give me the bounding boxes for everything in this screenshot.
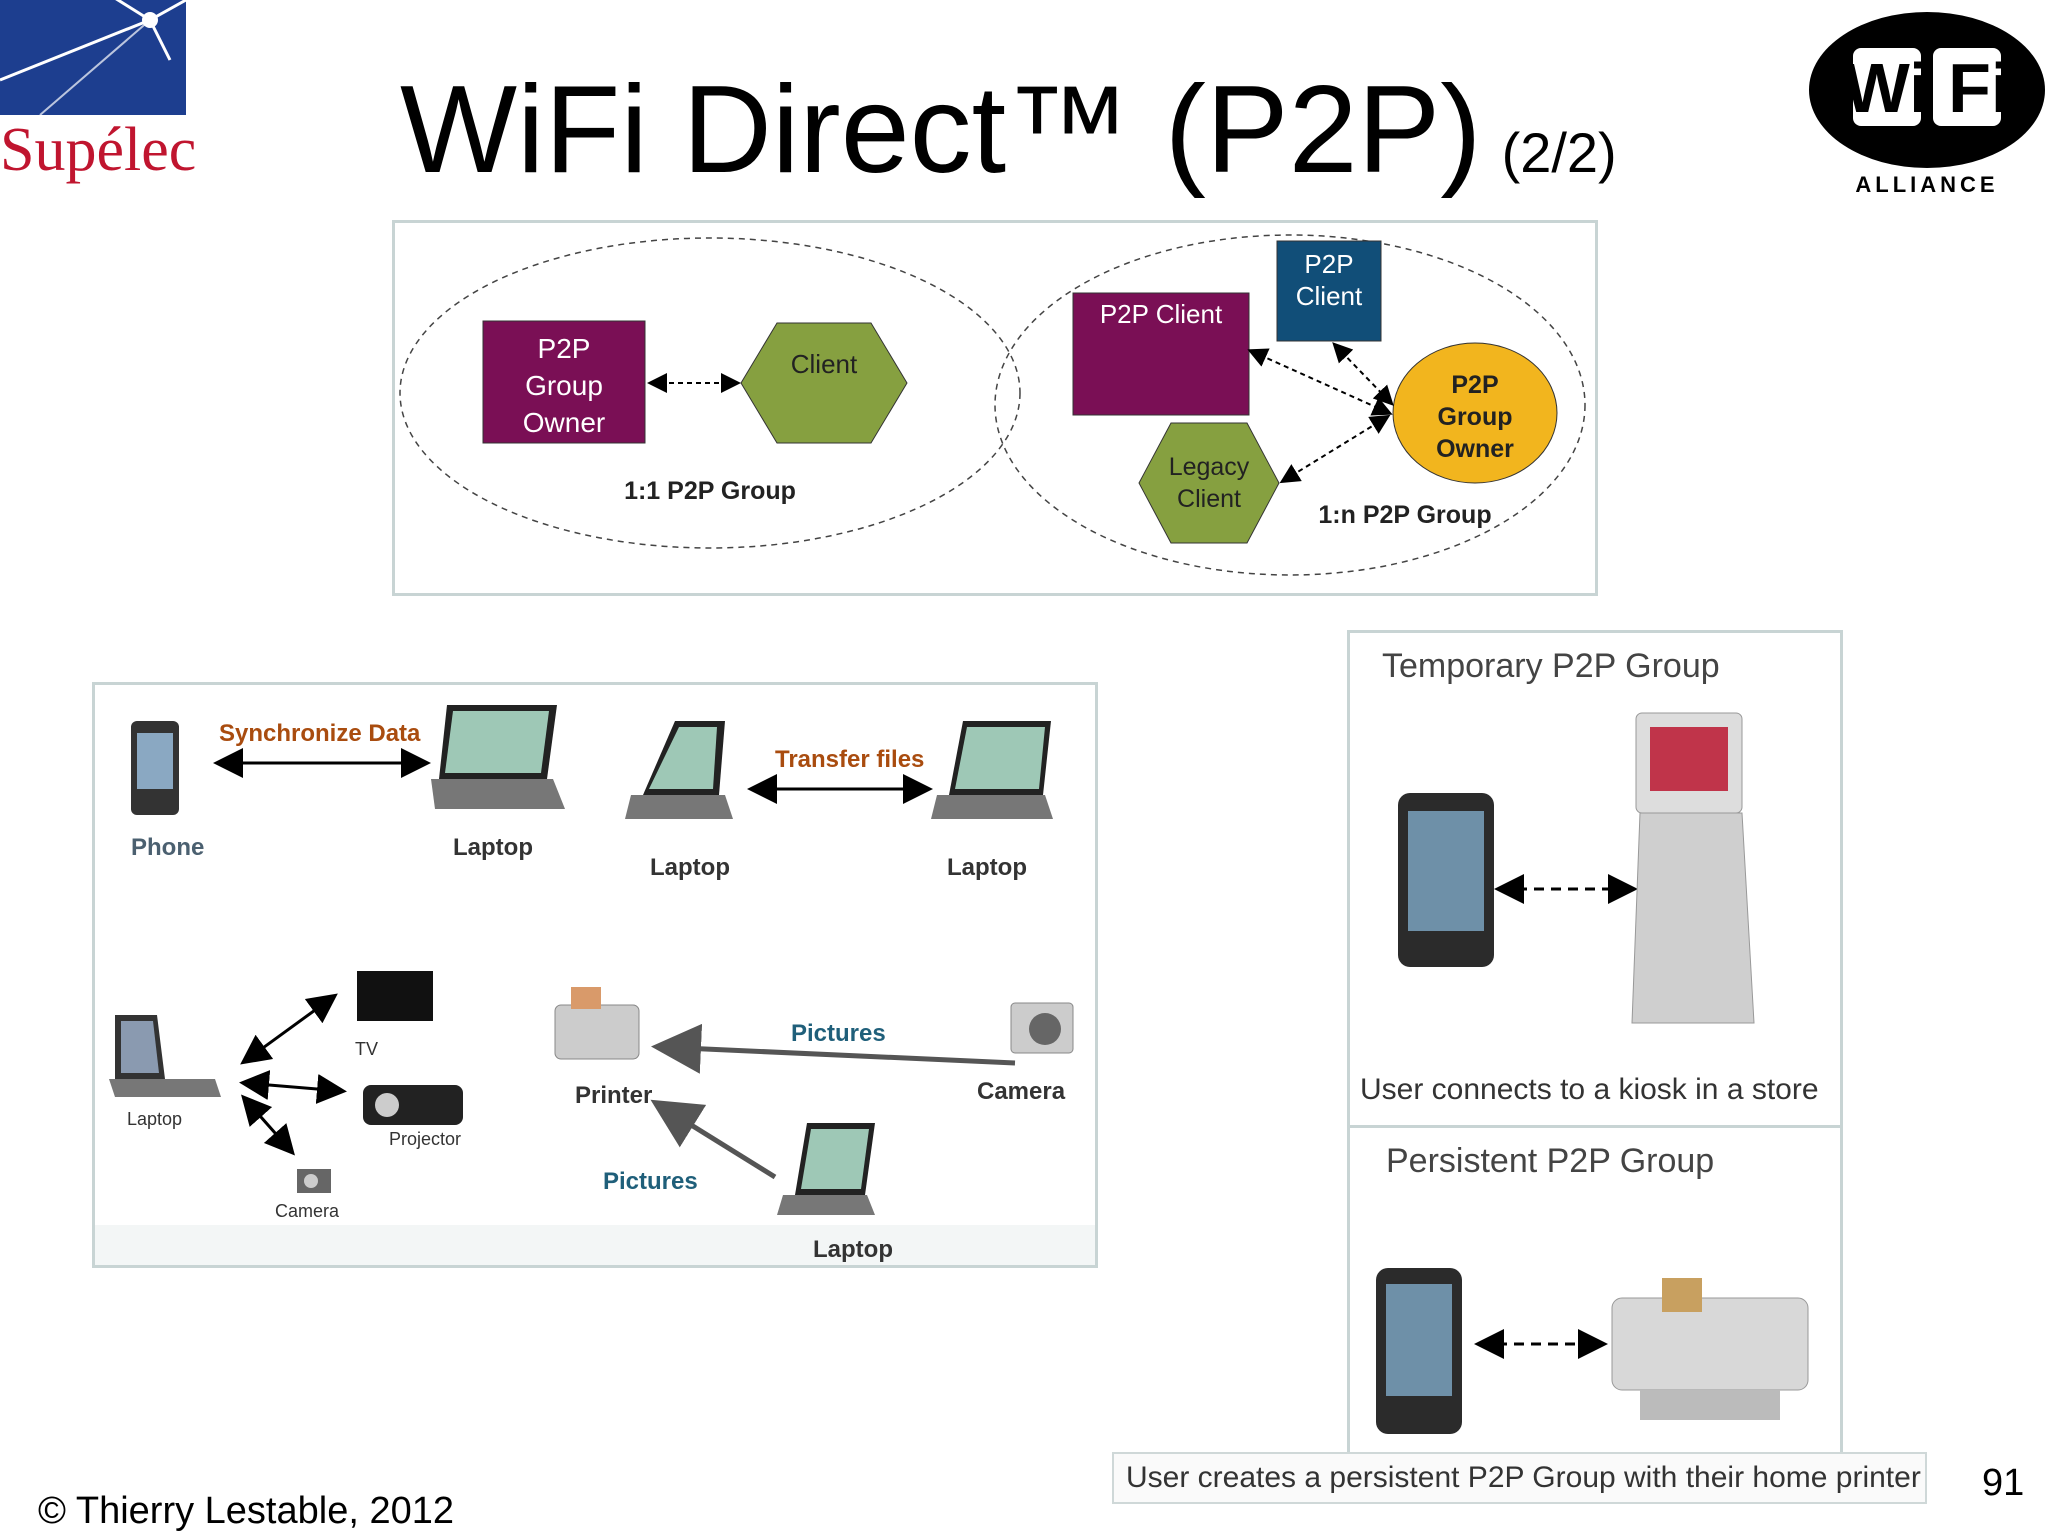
laptop-icon-3 xyxy=(931,721,1053,819)
camera-1-label: Camera xyxy=(275,1201,340,1221)
laptop-icon-4 xyxy=(109,1015,221,1097)
device-usage-svg: Phone Synchronize Data Laptop Laptop Tra… xyxy=(95,705,1095,1265)
owner-right-line3: Owner xyxy=(1436,435,1514,463)
printer-label: Printer xyxy=(575,1082,652,1109)
slide-title-part: (2/2) xyxy=(1501,121,1617,184)
legacy-client-line2: Client xyxy=(1177,485,1241,513)
legacy-client-hexagon xyxy=(1138,422,1280,544)
owner-right-line2: Group xyxy=(1438,403,1513,431)
owner-to-legacy-arrow xyxy=(1279,414,1391,484)
p2p-group-diagram: P2P Group Owner Client 1:1 P2P Group P2P… xyxy=(392,220,1598,596)
phone-icon-kiosk xyxy=(1398,793,1494,967)
p2p-group-diagram-svg: P2P Group Owner Client 1:1 P2P Group P2P… xyxy=(399,234,1586,576)
home-printer-icon xyxy=(1611,1278,1809,1420)
camera-to-printer-arrow xyxy=(651,1023,1016,1074)
one-to-one-group-label: 1:1 P2P Group xyxy=(624,477,796,505)
laptop-3-label: Laptop xyxy=(947,854,1027,881)
owner-to-client2-arrow xyxy=(1332,342,1394,406)
laptop-to-projector-arrow xyxy=(239,1070,347,1104)
transfer-files-label: Transfer files xyxy=(775,746,924,773)
wifi-alliance-logo: Wi Fi ALLIANCE xyxy=(1805,0,2048,200)
tv-label: TV xyxy=(355,1039,378,1059)
laptop-5-label: Laptop xyxy=(813,1236,893,1263)
persistent-group-illustration xyxy=(1376,1268,1809,1434)
kiosk-icon xyxy=(1631,712,1755,1024)
persistent-group-panel: Persistent P2P Group xyxy=(1347,1125,1843,1461)
laptop-icon-5 xyxy=(777,1123,875,1215)
persistent-group-title: Persistent P2P Group xyxy=(1386,1142,1715,1180)
p2p-client-1-label: P2P Client xyxy=(1100,299,1223,329)
laptop-to-printer-arrow xyxy=(650,1099,777,1180)
supelec-logo xyxy=(0,0,190,190)
laptop-icon-1 xyxy=(431,705,565,809)
laptop-4-label: Laptop xyxy=(127,1109,182,1129)
supelec-logo-text: Supélec xyxy=(0,116,197,184)
pictures-2-label: Pictures xyxy=(603,1168,698,1195)
p2p-client-2-line2: Client xyxy=(1296,281,1363,311)
one-to-one-group-ellipse xyxy=(399,237,1021,549)
page-number: 91 xyxy=(1982,1462,2025,1504)
phone-icon xyxy=(131,721,179,815)
tv-icon xyxy=(357,971,433,1021)
temporary-group-caption: User connects to a kiosk in a store xyxy=(1360,1073,1819,1106)
p2p-client-box-1 xyxy=(1072,292,1250,416)
wifi-logo-subtext: ALLIANCE xyxy=(1855,172,1998,197)
pictures-1-label: Pictures xyxy=(791,1020,886,1047)
group-owner-box-left xyxy=(482,320,646,444)
owner-left-line1: P2P xyxy=(538,333,591,364)
slide-title-main: WiFi Direct™ (P2P) xyxy=(400,61,1482,199)
laptop-2-label: Laptop xyxy=(650,854,730,881)
owner-right-line1: P2P xyxy=(1451,371,1498,399)
group-owner-circle-right xyxy=(1392,342,1558,484)
panel-footer-band xyxy=(95,1225,1095,1265)
supelec-logo-graphic xyxy=(0,0,187,116)
laptop-to-tv-arrow xyxy=(240,993,338,1065)
laptop-1-label: Laptop xyxy=(453,834,533,861)
p2p-client-2-line1: P2P xyxy=(1304,249,1353,279)
laptop-to-camera-arrow xyxy=(241,1094,295,1156)
phone-label: Phone xyxy=(131,834,204,861)
projector-icon xyxy=(363,1085,463,1125)
projector-label: Projector xyxy=(389,1129,461,1149)
phone-icon-printer xyxy=(1376,1268,1462,1434)
sync-data-label: Synchronize Data xyxy=(219,720,421,747)
persistent-group-caption: User creates a persistent P2P Group with… xyxy=(1112,1452,1927,1504)
one-to-n-group-ellipse xyxy=(994,234,1586,576)
wifi-alliance-graphic: Wi Fi ALLIANCE xyxy=(1809,12,2045,197)
temporary-group-title: Temporary P2P Group xyxy=(1382,647,1720,685)
copyright-text: © Thierry Lestable, 2012 xyxy=(38,1490,454,1532)
legacy-client-line1: Legacy xyxy=(1169,453,1250,481)
owner-to-client1-arrow xyxy=(1247,348,1393,416)
owner-left-line3: Owner xyxy=(523,407,605,438)
temporary-group-panel: Temporary P2P Group User connects to a k… xyxy=(1347,630,1843,1131)
p2p-client-box-2 xyxy=(1276,240,1382,342)
one-to-n-group-label: 1:n P2P Group xyxy=(1318,501,1491,529)
device-usage-diagram: Phone Synchronize Data Laptop Laptop Tra… xyxy=(92,682,1098,1268)
printer-icon xyxy=(554,987,640,1060)
temporary-group-illustration xyxy=(1398,712,1755,1024)
camera-icon-large xyxy=(1010,1002,1074,1054)
client-left-label: Client xyxy=(791,349,858,379)
camera-2-label: Camera xyxy=(977,1078,1066,1105)
wifi-logo-text: Wi Fi xyxy=(1844,49,2011,127)
owner-left-line2: Group xyxy=(525,370,603,401)
camera-icon-small xyxy=(297,1169,331,1193)
client-hexagon-left xyxy=(740,322,908,444)
slide-title: WiFi Direct™ (P2P) (2/2) xyxy=(400,60,1617,223)
laptop-icon-2 xyxy=(625,721,733,819)
